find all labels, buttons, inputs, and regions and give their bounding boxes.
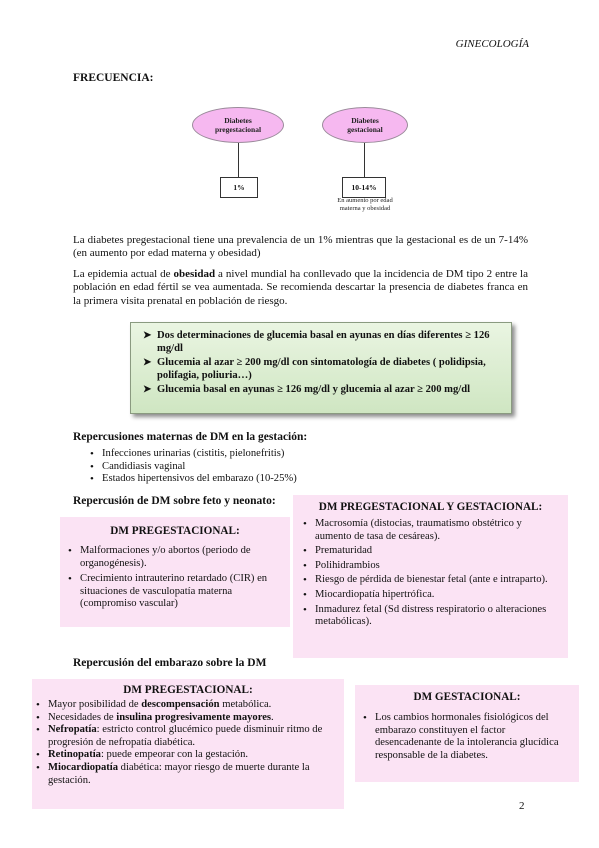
list-item: Miocardiopatía hipertrófica. [301,589,560,602]
item-post: . [271,711,274,723]
feto-ambas-box: DM PREGESTACIONAL Y GESTACIONAL: Macroso… [293,495,568,658]
embarazo-gestacional-list: Los cambios hormonales fisiológicos del … [361,712,569,762]
feto-title: Repercusión de DM sobre feto y neonato: [73,495,276,507]
obesidad-paragraph-post: a nivel mundial ha conllevado que la inc… [73,268,529,307]
criteria-item: ➤ Glucemia basal en ayunas ≥ 126 mg/dl y … [143,383,501,396]
embarazo-gestacional-box: DM GESTACIONAL: Los cambios hormonales f… [355,685,579,782]
list-item: Necesidades de insulina progresivamente … [34,712,338,725]
list-item: Macrosomía (distocias, traumatismo obsté… [301,518,560,543]
feto-ambas-list: Macrosomía (distocias, traumatismo obsté… [301,518,560,629]
list-item: Retinopatía: puede empeorar con la gesta… [34,749,338,762]
maternas-list: Infecciones urinarias (cistitis, pielone… [88,448,438,486]
gestacional-note-line1: En aumento por edad [337,197,393,204]
embarazo-gestacional-title: DM GESTACIONAL: [413,691,521,703]
list-item: Riesgo de pérdida de bienestar fetal (an… [301,574,560,587]
page-number: 2 [519,800,525,812]
criteria-item: ➤ Glucemia al azar ≥ 200 mg/dl con sintom… [143,356,501,383]
box-pregestacional-value: 1% [220,177,258,198]
gestacional-note-line2: materna y obesidad [339,204,391,212]
feto-pregestacional-list: Malformaciones y/o abortos (periodo de o… [66,545,282,611]
list-item: Crecimiento intrauterino retardado (CIR)… [66,573,282,611]
maternas-title: Repercusiones maternas de DM en la gesta… [73,431,308,443]
list-item: Malformaciones y/o abortos (periodo de o… [66,545,282,570]
ellipse-pregestacional-label: Diabetes pregestacional [214,116,262,134]
feto-pregestacional-box: DM PREGESTACIONAL: Malformaciones y/o ab… [60,517,290,627]
item-bold: descompensación [141,699,220,710]
ellipse-pregestacional: Diabetes pregestacional [192,107,284,143]
item-post: metabólica. [219,699,272,710]
list-item: Infecciones urinarias (cistitis, pielone… [88,448,438,461]
list-item: Miocardiopatía diabética: mayor riesgo d… [34,762,338,787]
list-item: Nefropatía: estricto control glucémico p… [34,724,338,749]
item-pre: Necesidades de [48,711,117,723]
ellipse-gestacional-label: Diabetes gestacional [347,116,383,134]
item-post: : estricto control glucémico puede dismi… [48,724,323,748]
ellipse-gestacional: Diabetes gestacional [322,107,408,143]
item-bold: Retinopatía [48,749,101,761]
obesidad-paragraph-pre: La epidemia actual de [73,268,174,280]
frecuencia-diagram: Diabetes pregestacional 1% Diabetes gest… [192,107,412,217]
item-post: : puede empeorar con la gestación. [100,749,249,761]
list-item: Mayor posibilidad de descompensación met… [34,699,338,712]
feto-pregestacional-title: DM PREGESTACIONAL: [110,525,240,537]
item-pre: Mayor posibilidad de [48,699,142,710]
item-bold: Nefropatía [48,724,97,736]
criteria-text: Dos determinaciones de glucemia basal en… [157,330,490,355]
criteria-text: Glucemia basal en ayunas ≥ 126 mg/dl y g… [157,383,471,395]
embarazo-pregestacional-box: DM PREGESTACIONAL: Mayor posibilidad de … [32,679,344,809]
item-bold: insulina progresivamente mayores [116,711,272,723]
item-bold: Miocardiopatía [48,761,119,773]
connector-right [364,143,365,177]
arrow-bullet-icon: ➤ [143,356,152,368]
box-gestacional-value: 10-14% [342,177,386,198]
connector-left [238,143,239,177]
list-item: Candidiasis vaginal [88,461,438,474]
obesidad-paragraph: La epidemia actual de obesidad a nivel m… [73,268,528,308]
arrow-bullet-icon: ➤ [143,330,152,341]
arrow-bullet-icon: ➤ [143,383,152,395]
list-item: Prematuridad [301,545,560,558]
criteria-item: ➤ Dos determinaciones de glucemia basal e… [143,329,501,356]
embarazo-title: Repercusión del embarazo sobre la DM [73,657,267,669]
list-item: Estados hipertensivos del embarazo (10-2… [88,473,438,486]
running-header: GINECOLOGÍA [455,38,529,50]
gestacional-note: En aumento por edad materna y obesidad [322,197,408,212]
list-item: Polihidrambios [301,560,560,573]
item-post: diabética: mayor riesgo de muerte durant… [48,761,310,786]
embarazo-pregestacional-list: Mayor posibilidad de descompensación met… [34,699,338,787]
criteria-text: Glucemia al azar ≥ 200 mg/dl con sintoma… [157,356,486,382]
feto-ambas-title: DM PREGESTACIONAL Y GESTACIONAL: [318,501,543,513]
list-item: Los cambios hormonales fisiológicos del … [361,712,569,762]
prevalencia-paragraph: La diabetes pregestacional tiene una pre… [73,234,528,260]
diagnostic-criteria-box: ➤ Dos determinaciones de glucemia basal e… [130,322,512,414]
list-item: Inmadurez fetal (Sd distress respiratori… [301,604,560,629]
frecuencia-title: FRECUENCIA: [73,72,154,84]
embarazo-pregestacional-title: DM PREGESTACIONAL: [123,684,253,696]
obesidad-paragraph-bold: obesidad [173,268,216,280]
